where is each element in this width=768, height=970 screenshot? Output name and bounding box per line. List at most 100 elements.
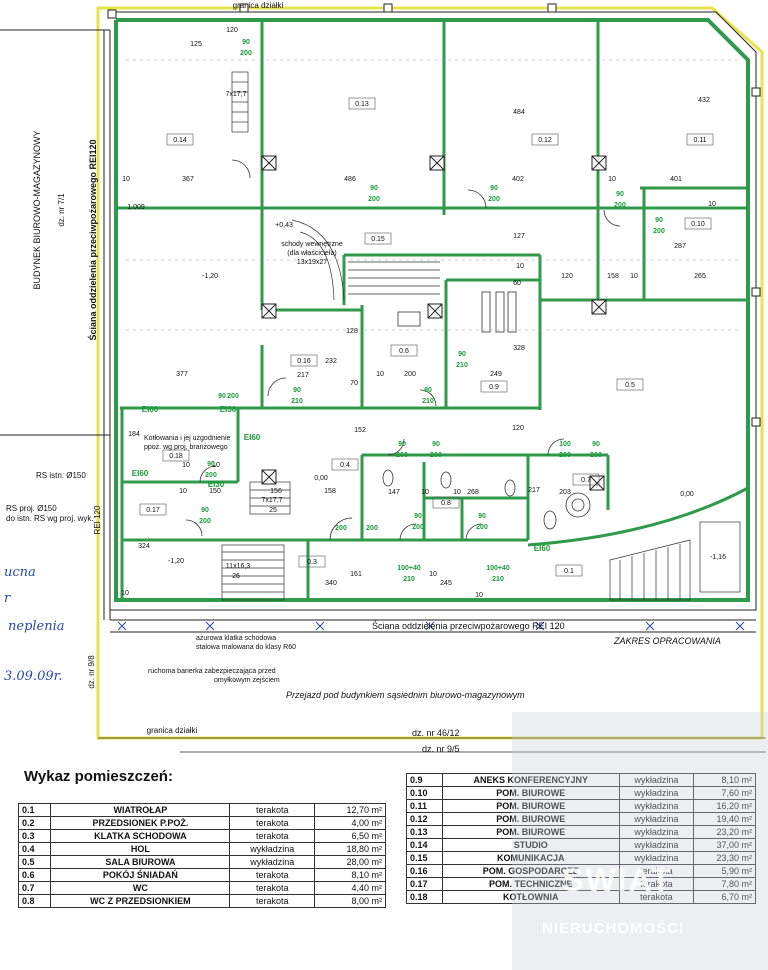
rs-existing-label: RS istn. Ø150 xyxy=(36,471,86,480)
neighbour-building xyxy=(0,29,111,620)
room-no: 0.1 xyxy=(17,803,52,817)
dimension-label: 158 xyxy=(324,488,336,495)
room-number: 0.9 xyxy=(489,384,499,391)
room-floor: wykładzina xyxy=(229,842,316,856)
room-number: 0.6 xyxy=(399,348,409,355)
door-size-label: 90 xyxy=(242,39,250,46)
dimension-label: 401 xyxy=(670,176,682,183)
dimension-label: 402 xyxy=(512,176,524,183)
passage-label: Przejazd pod budynkiem sąsiednim biurowo… xyxy=(286,690,525,700)
boundary-bottom-label: granica działki xyxy=(147,726,198,735)
dimension-label: 60 xyxy=(513,280,521,287)
level-mark: -1,20 xyxy=(202,273,218,280)
room-no: 0.9 xyxy=(406,773,443,787)
interior-walls xyxy=(116,20,749,600)
dimension-label: 120 xyxy=(561,273,573,280)
door-size-label: 200 xyxy=(205,472,217,479)
dimension-label: 265 xyxy=(694,273,706,280)
door-size-label: 100+40 xyxy=(397,565,421,572)
room-number: 0.14 xyxy=(173,137,187,144)
level-mark: -1,20 xyxy=(168,558,184,565)
parcel-9-8-label: dz. nr 9/8 xyxy=(87,655,96,689)
door-size-label: 200 xyxy=(559,452,571,459)
dimension-label: 10 xyxy=(475,592,483,599)
door-size-label: 90 xyxy=(398,441,406,448)
dimension-label: 10 xyxy=(212,462,220,469)
floor-plan: 0.140.130.120.110.100.150.160.60.90.50.1… xyxy=(0,1,766,754)
door-size-label: 200 xyxy=(199,518,211,525)
room-number-box xyxy=(331,458,359,471)
dimension-label: 10 xyxy=(453,489,461,496)
dimension-label: 377 xyxy=(176,371,188,378)
structure-lines xyxy=(110,11,757,633)
fire-wall-horizontal-label: Ściana oddzielenia przeciwpożarowego REI… xyxy=(372,620,565,631)
door-size-label: 210 xyxy=(422,398,434,405)
room-no: 0.15 xyxy=(406,851,443,865)
neighbour-building-label: BUDYNEK BIUROWO-MAGAZYNOWY xyxy=(32,130,42,289)
left-parcel-label: dz. nr 7/1 xyxy=(57,193,66,227)
room-no: 0.17 xyxy=(406,877,443,891)
dimension-label: 1.009 xyxy=(127,204,145,211)
rs-projected-label: RS proj. Ø150 xyxy=(6,504,57,513)
door-size-label: 90 xyxy=(207,461,215,468)
room-number: 0.8 xyxy=(441,500,451,507)
room-no: 0.7 xyxy=(17,881,52,895)
room-area: 6,70 m² xyxy=(693,890,756,904)
door-size-label: 200 xyxy=(227,393,239,400)
room-number-box xyxy=(555,564,583,577)
room-number: 0.10 xyxy=(691,221,705,228)
dimension-label: 10 xyxy=(708,201,716,208)
room-number-box xyxy=(162,449,190,462)
watermark-line-1: SWIAT xyxy=(562,862,673,898)
room-no: 0.13 xyxy=(406,825,443,839)
stairs-note-2: (dla właściciela) xyxy=(287,250,336,257)
dimension-label: 150 xyxy=(209,488,221,495)
door-size-label: 90 xyxy=(478,513,486,520)
dimension-label: 184 xyxy=(128,431,140,438)
dimension-label: 10 xyxy=(429,571,437,578)
room-name: HOL xyxy=(50,842,231,856)
legend-title: Wykaz pomieszczeń: xyxy=(24,768,173,785)
fire-class-mark: EI60 xyxy=(142,405,159,414)
door-size-label: 90 xyxy=(424,387,432,394)
room-area: 8,00 m² xyxy=(314,894,386,908)
internal-stairs xyxy=(231,71,440,301)
room-number-box xyxy=(616,378,644,391)
room-number-box xyxy=(298,555,326,568)
door-size-label: 210 xyxy=(403,576,415,583)
dimension-label: 10 xyxy=(376,371,384,378)
room-number: 0.12 xyxy=(538,137,552,144)
room-name: PRZEDSIONEK P.POŻ. xyxy=(50,816,231,830)
room-number: 0.7 xyxy=(581,477,591,484)
level-mark: 0,00 xyxy=(314,475,328,482)
scope-label: ZAKRES OPRACOWANIA xyxy=(613,636,721,646)
dimension-label: 217 xyxy=(528,487,540,494)
entry-stairs xyxy=(221,481,741,601)
room-number-box xyxy=(348,97,376,110)
room-number-box xyxy=(364,232,392,245)
dimension-label: 268 xyxy=(467,489,479,496)
room-no: 0.6 xyxy=(17,868,52,882)
dimension-label: 10 xyxy=(608,176,616,183)
handwriting-4: 3.09.09r. xyxy=(4,669,63,684)
room-area: 12,70 m² xyxy=(314,803,386,817)
barrier-note-2: omyłkowym zejściem xyxy=(214,677,280,684)
room-floor: terakota xyxy=(229,829,316,843)
dimension-label: 152 xyxy=(354,427,366,434)
level-mark: -1,16 xyxy=(710,554,726,561)
room-no: 0.11 xyxy=(406,799,443,813)
room-no: 0.14 xyxy=(406,838,443,852)
watermark-line-2: NIERUCHOMOŚCI xyxy=(542,920,685,937)
door-size-label: 210 xyxy=(291,398,303,405)
room-number: 0.17 xyxy=(146,507,160,514)
room-name: WC Z PRZEDSIONKIEM xyxy=(50,894,231,908)
room-floor: terakota xyxy=(229,894,316,908)
